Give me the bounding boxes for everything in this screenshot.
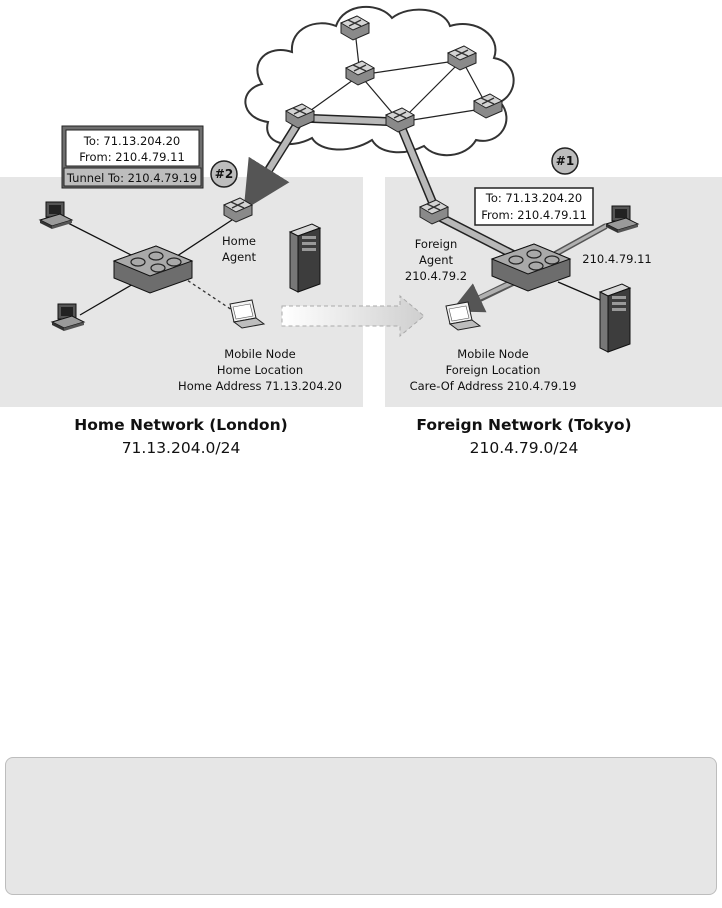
- tunneled-packet-box: To: 71.13.204.20 From: 210.4.79.11 Tunne…: [61, 125, 204, 189]
- foreign-agent-address: 210.4.79.2: [405, 269, 467, 283]
- tunnel-packet-from: From: 210.4.79.11: [79, 150, 185, 164]
- home-server-icon: [289, 223, 321, 293]
- svg-text:#1: #1: [556, 154, 574, 168]
- foreign-network-name: Foreign Network (Tokyo): [416, 416, 631, 434]
- mobile-home-location: Home Location: [217, 363, 303, 377]
- packet-path: [242, 113, 608, 316]
- home-agent-label: Agent: [222, 250, 257, 264]
- home-mobile-link: [177, 273, 233, 311]
- step-badge-one: #1: [551, 147, 579, 175]
- packet-from: From: 210.4.79.11: [481, 208, 587, 222]
- foreign-agent-label: Agent: [419, 253, 454, 267]
- mobile-home-label: Mobile Node: [224, 347, 295, 361]
- foreign-lan-links: [557, 281, 601, 301]
- mobile-foreign-label: Mobile Node: [457, 347, 528, 361]
- foreign-agent-label: Foreign: [415, 237, 458, 251]
- mobile-foreign-location: Foreign Location: [446, 363, 541, 377]
- note-panel: [5, 757, 717, 895]
- foreign-server-icon: [599, 283, 631, 353]
- home-agent-label: Home: [222, 234, 256, 248]
- movement-arrow-icon: [281, 294, 425, 338]
- tunnel-packet-to: To: 71.13.204.20: [83, 134, 180, 148]
- home-network-name: Home Network (London): [74, 416, 287, 434]
- original-packet-box: To: 71.13.204.20 From: 210.4.79.11: [474, 187, 594, 226]
- home-lan-links: [61, 215, 239, 316]
- packet-to: To: 71.13.204.20: [485, 191, 582, 205]
- step-badge-two: #2: [210, 160, 238, 188]
- correspondent-address: 210.4.79.11: [582, 252, 652, 266]
- home-network-subnet: 71.13.204.0/24: [122, 439, 241, 457]
- mobile-care-of-address: Care-Of Address 210.4.79.19: [410, 379, 577, 393]
- foreign-network-subnet: 210.4.79.0/24: [470, 439, 579, 457]
- tunnel-packet-tunnel-to: Tunnel To: 210.4.79.19: [66, 171, 197, 185]
- mobile-home-address: Home Address 71.13.204.20: [178, 379, 342, 393]
- svg-text:#2: #2: [215, 167, 233, 181]
